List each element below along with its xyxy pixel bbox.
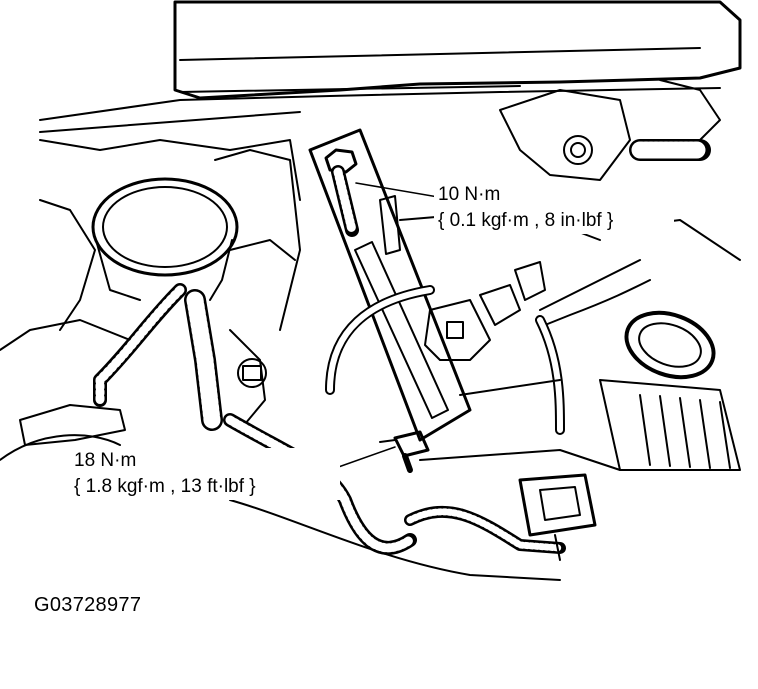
torque-label-lower: 18 N·m { 1.8 kgf·m , 13 ft·lbf }	[70, 448, 340, 500]
left-housing	[0, 139, 301, 431]
wire-harness	[223, 413, 566, 555]
upper-right-bracket	[499, 79, 721, 181]
engine-cover	[39, 0, 742, 133]
torque-conversion-lower: { 1.8 kgf·m , 13 ft·lbf }	[74, 476, 256, 497]
vacuum-hoses	[325, 285, 565, 435]
vacuum-valve	[424, 259, 651, 361]
lower-bolt	[379, 430, 430, 473]
leader-upper	[355, 182, 445, 199]
corrugated-hose-left	[93, 283, 187, 407]
electrical-connector	[518, 473, 597, 561]
hose-clamp	[0, 404, 126, 461]
corrugated-hose-center	[184, 289, 223, 431]
torque-value-upper: 10 N·m	[438, 184, 501, 205]
torque-label-upper: 10 N·m { 0.1 kgf·m , 8 in·lbf }	[434, 182, 674, 234]
leader-lower	[329, 446, 396, 471]
finned-component	[599, 379, 741, 471]
torque-conversion-upper: { 0.1 kgf·m , 8 in·lbf }	[438, 210, 614, 231]
pipe-opening	[91, 177, 239, 301]
torque-value-lower: 18 N·m	[74, 450, 137, 471]
support-stay	[308, 128, 472, 442]
right-ring	[624, 310, 716, 380]
upper-bolt	[324, 148, 359, 237]
figure-id: G03728977	[34, 594, 142, 616]
leader-lines	[329, 182, 445, 471]
